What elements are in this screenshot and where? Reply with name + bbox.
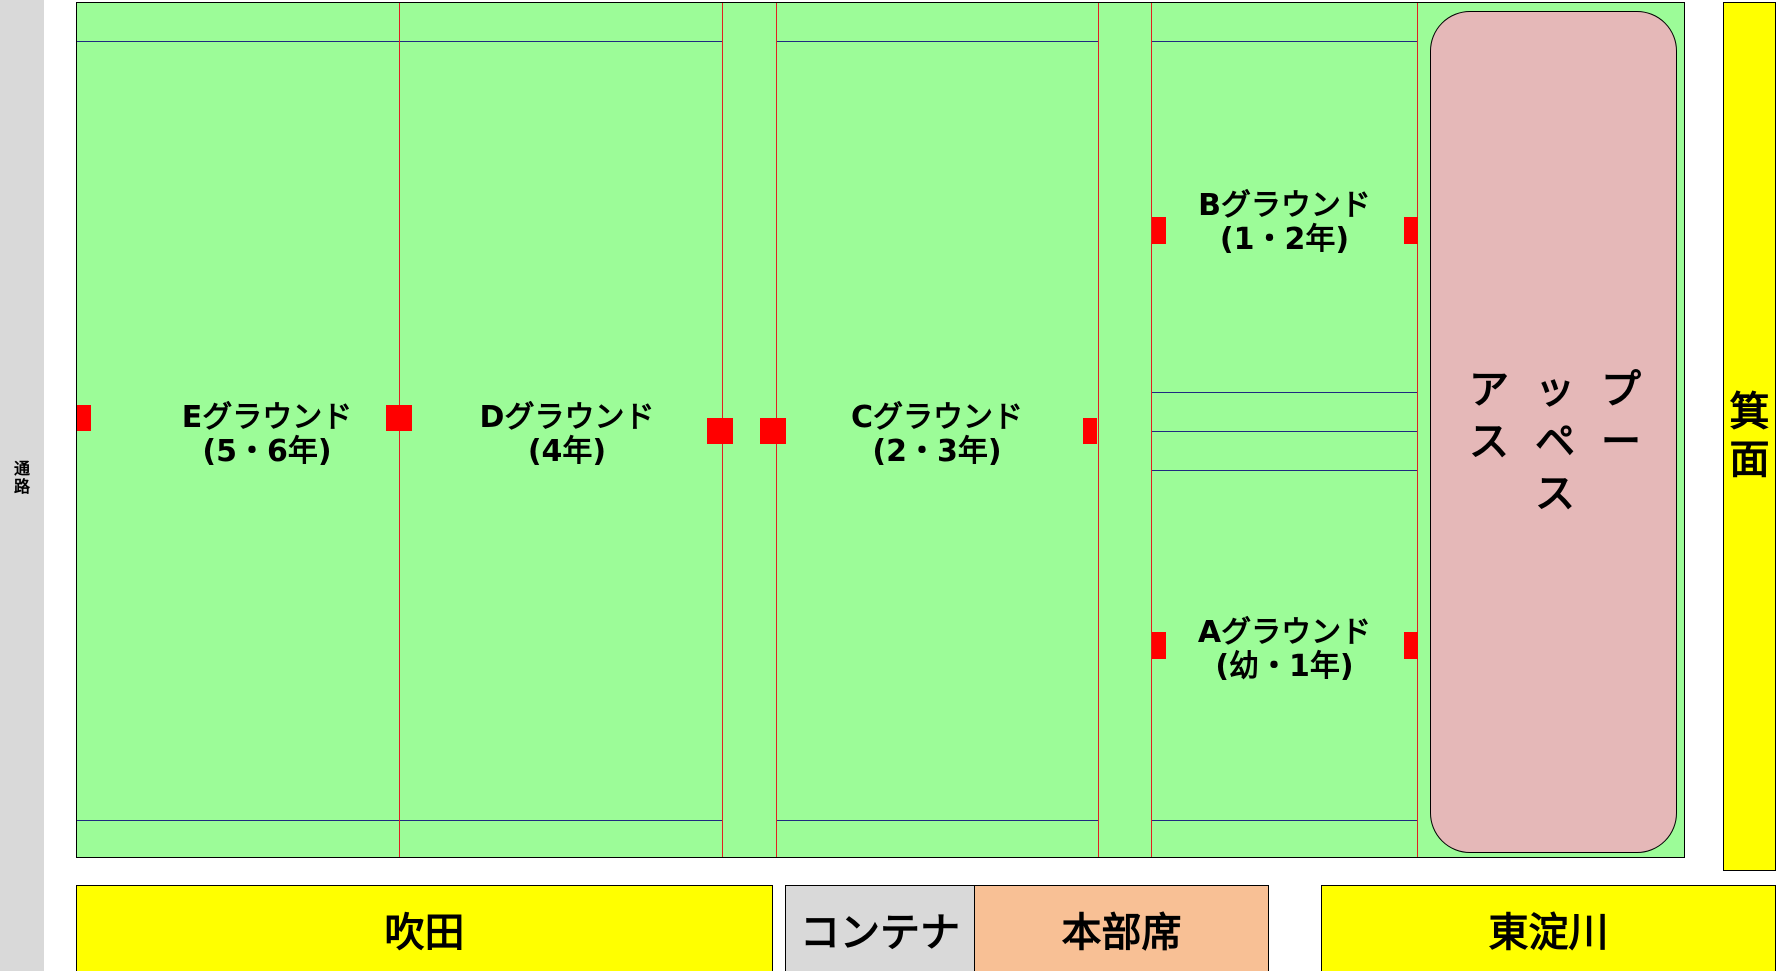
up-space-char-4: ペ [1535, 419, 1575, 465]
minoh-char-2: 面 [1729, 437, 1770, 483]
ground-c-name: Cグラウンド [850, 400, 1024, 435]
ground-d-label: Dグラウンド (4年) [437, 401, 697, 469]
divider-c-gap [1098, 3, 1099, 857]
ground-b-name: Bグラウンド [1198, 188, 1371, 223]
up-space-char-2: ス [1469, 419, 1509, 465]
higashiyodogawa-label: 東淀川 [1488, 909, 1609, 956]
goal-marker-d [707, 418, 733, 444]
ab-line-3 [1152, 470, 1417, 471]
goal-marker-b-right [1404, 217, 1418, 244]
ground-b-label: Bグラウンド (1・2年) [1152, 189, 1417, 257]
ab-line-2 [1152, 431, 1417, 432]
up-space-char-5: ス [1535, 471, 1575, 517]
suita-area: 吹田 [76, 885, 773, 971]
left-road-char-2: 路 [13, 477, 30, 496]
minoh-char-1: 箕 [1729, 389, 1770, 435]
left-road: 通 路 [0, 0, 44, 971]
up-space-col-1: ア ス [1464, 364, 1514, 468]
ab-line-1 [1152, 392, 1417, 393]
ground-b-grade: (1・2年) [1219, 222, 1350, 257]
goal-marker-c-left [760, 418, 786, 444]
up-space-char-7: ー [1601, 419, 1641, 465]
gap-strip-2 [1099, 3, 1152, 857]
divider-gap-ab [1151, 3, 1152, 857]
goal-marker-ed [386, 405, 412, 431]
ground-e-name: Eグラウンド [181, 400, 353, 435]
goal-marker-a-left [1152, 632, 1166, 659]
up-space-char-1: ア [1469, 367, 1509, 413]
higashiyodogawa-area: 東淀川 [1321, 885, 1776, 971]
suita-label: 吹田 [384, 909, 465, 956]
ground-d-grade: (4年) [527, 434, 607, 469]
goal-marker-c-right [1083, 418, 1097, 444]
ground-a-grade: (幼・1年) [1215, 649, 1354, 684]
main-field: Eグラウンド (5・6年) Dグラウンド (4年) Cグラウンド (2・3年) … [76, 2, 1685, 858]
goal-marker-e [77, 405, 91, 431]
goal-marker-a-right [1404, 632, 1418, 659]
ground-d-name: Dグラウンド [479, 400, 655, 435]
up-space-char-3: ッ [1535, 367, 1575, 413]
left-road-char-1: 通 [13, 459, 30, 478]
divider-ab-space [1417, 3, 1418, 857]
up-space-col-3: プ ー [1596, 364, 1646, 468]
container-area: コンテナ [785, 885, 975, 971]
honbu-area: 本部席 [974, 885, 1269, 971]
up-space-char-6: プ [1601, 367, 1641, 413]
minoh-area: 箕 面 [1723, 2, 1776, 871]
ground-a-label: Aグラウンド (幼・1年) [1152, 616, 1417, 684]
minoh-label: 箕 面 [1724, 388, 1775, 484]
up-space: ア ス ッ ペ ス プ ー [1430, 11, 1677, 853]
ground-e-label: Eグラウンド (5・6年) [137, 401, 397, 469]
ground-c-grade: (2・3年) [872, 434, 1002, 469]
up-space-col-2: ッ ペ ス [1530, 364, 1580, 520]
honbu-label: 本部席 [1061, 909, 1182, 956]
ground-c-label: Cグラウンド (2・3年) [797, 401, 1077, 469]
container-label: コンテナ [800, 909, 960, 956]
goal-marker-b-left [1152, 217, 1166, 244]
ground-a-name: Aグラウンド [1197, 615, 1372, 650]
ground-e-grade: (5・6年) [202, 434, 332, 469]
